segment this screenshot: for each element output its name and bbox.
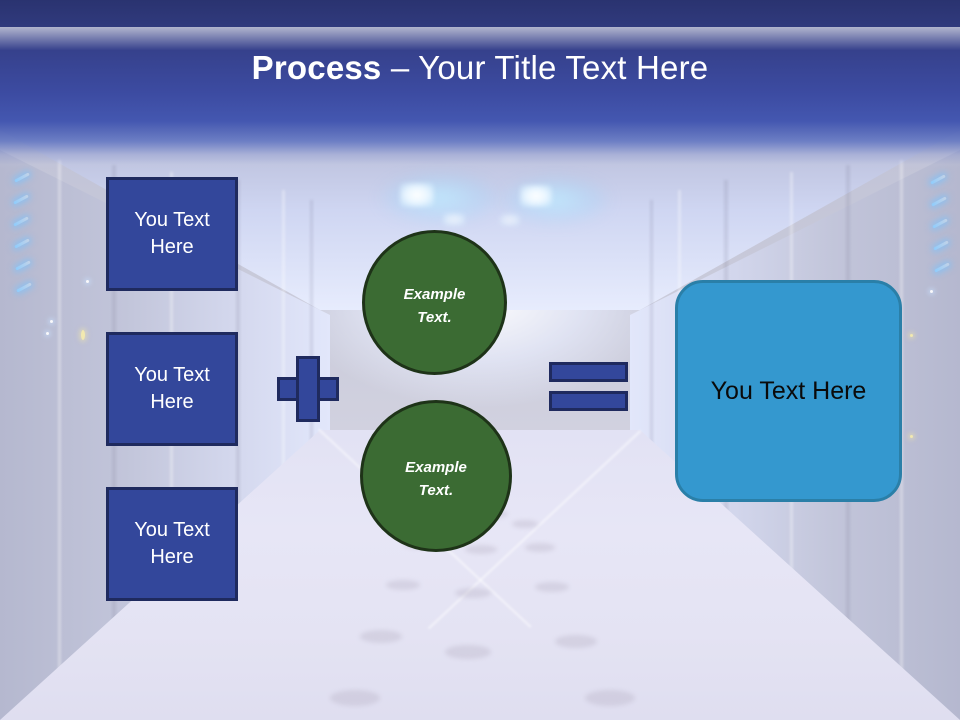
example-circle-1-line2: Text.: [417, 309, 452, 327]
example-circle-1-line1: Example: [403, 286, 466, 304]
example-circle-1-label: Example Text.: [404, 283, 466, 329]
ceiling-light: [400, 183, 434, 207]
floor-tile: [455, 588, 491, 598]
floor-tile: [465, 545, 497, 554]
rack-seam: [58, 160, 61, 680]
input-box-3-line2: Here: [150, 546, 194, 568]
title-banner: [0, 0, 960, 168]
input-box-1-line1: You Text: [134, 209, 210, 231]
example-circle-2-line1: Example: [405, 458, 467, 476]
floor-tile: [555, 635, 597, 648]
input-box-1-line2: Here: [150, 236, 194, 258]
equals-top-bar: [549, 362, 628, 382]
input-box-2-label: You Text Here: [134, 362, 210, 416]
input-box-3[interactable]: You Text Here: [106, 487, 238, 601]
input-box-2[interactable]: You Text Here: [106, 332, 238, 446]
rack-seam: [650, 200, 653, 560]
example-circle-2[interactable]: Example Text.: [360, 400, 512, 552]
plus-center-patch: [299, 380, 317, 398]
floor-tile: [445, 645, 491, 659]
floor-tile: [330, 690, 380, 706]
page-title-rest: – Your Title Text Here: [381, 49, 709, 86]
input-box-2-line1: You Text: [134, 364, 210, 386]
input-box-1[interactable]: You Text Here: [106, 177, 238, 291]
ceiling-light: [520, 185, 552, 207]
floor-tile: [585, 690, 635, 706]
rack-seam: [236, 180, 240, 620]
floor-tile: [535, 582, 569, 592]
ceiling-light-glow: [380, 172, 500, 224]
page-title-bold: Process: [251, 49, 382, 86]
result-box-label: You Text Here: [710, 376, 867, 405]
equals-icon: [549, 362, 628, 411]
plus-icon: [277, 356, 339, 422]
example-circle-2-label: Example Text.: [405, 456, 467, 502]
input-box-3-line1: You Text: [134, 519, 210, 541]
result-box[interactable]: You Text Here: [675, 280, 902, 502]
input-box-3-label: You Text Here: [134, 517, 210, 571]
input-box-1-label: You Text Here: [134, 207, 210, 261]
example-circle-1[interactable]: Example Text.: [362, 230, 507, 375]
page-title: Process – Your Title Text Here: [0, 48, 960, 88]
floor-tile: [525, 543, 555, 552]
input-box-2-line2: Here: [150, 391, 194, 413]
ceiling-light: [443, 213, 465, 226]
example-circle-2-line2: Text.: [418, 481, 454, 499]
equals-bottom-bar: [549, 391, 628, 411]
floor-tile: [386, 580, 420, 590]
floor-tile: [360, 630, 402, 643]
ceiling-light: [500, 214, 520, 226]
floor-tile: [512, 520, 538, 528]
